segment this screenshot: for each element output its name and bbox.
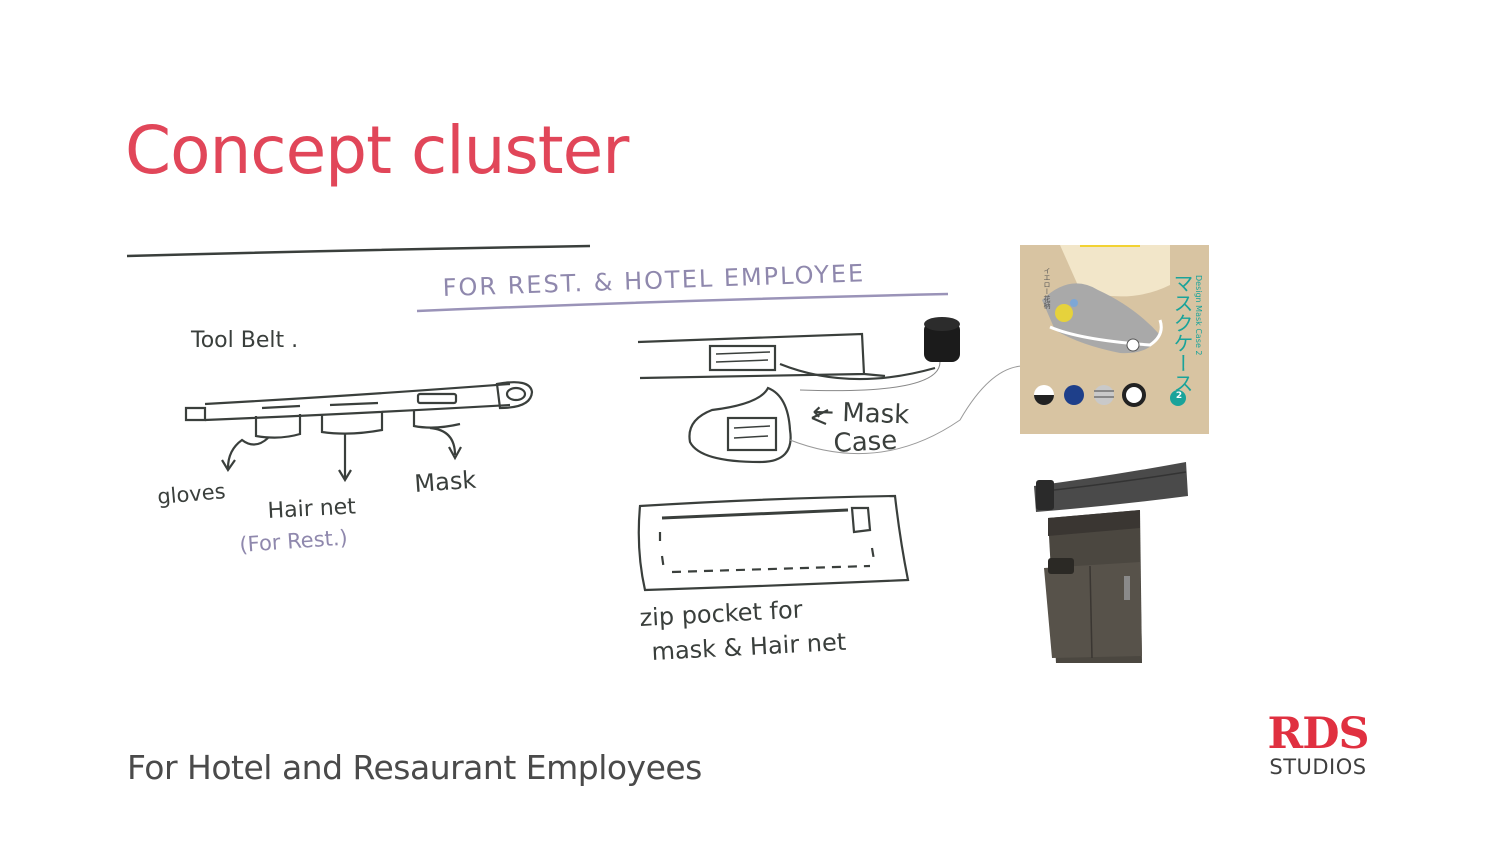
rds-studios-logo: RDS STUDIOS: [1262, 712, 1374, 778]
book-number: 2: [1175, 391, 1183, 401]
book-title-jp: マスクケース: [1170, 273, 1194, 393]
hairnet-note: (For Rest.): [239, 525, 349, 556]
zip-label-2: mask & Hair net: [651, 628, 847, 666]
slide-caption: For Hotel and Resaurant Employees: [127, 748, 702, 787]
sketch-header: FOR REST. & HOTEL EMPLOYEE: [442, 259, 865, 302]
tool-belt-pouch-photo: [1030, 458, 1190, 668]
hairnet-label: Hair net: [267, 494, 357, 524]
mask-label: Mask: [413, 466, 477, 498]
mask-case-book-photo: マスクケース Design Mask Case 2 2 イエロー花柄: [1020, 245, 1209, 434]
book-side-text: イエロー花柄: [1043, 267, 1051, 309]
mask-case-label-1: ← Mask: [812, 397, 910, 430]
cylinder-object: [799, 317, 960, 392]
tool-belt-drawing: [184, 381, 534, 483]
book-subtitle-en: Design Mask Case 2: [1194, 275, 1203, 356]
logo-sub-text: STUDIOS: [1269, 755, 1367, 779]
slide-title: Concept cluster: [125, 112, 629, 189]
mask-case-drawing: [688, 386, 829, 464]
logo-main-text: RDS: [1267, 709, 1369, 759]
zip-label-1: zip pocket for: [639, 595, 803, 632]
tool-belt-label: Tool Belt .: [190, 328, 298, 353]
divider-line: [126, 244, 591, 258]
mask-case-bar-drawing: [637, 332, 936, 381]
book-cover-illustration: [1020, 245, 1209, 434]
header-underline: [416, 292, 949, 313]
gloves-label: gloves: [156, 479, 226, 509]
mask-case-label-2: Case: [833, 426, 898, 459]
zip-pocket-drawing: [637, 494, 910, 592]
pouch-illustration: [1034, 462, 1188, 663]
